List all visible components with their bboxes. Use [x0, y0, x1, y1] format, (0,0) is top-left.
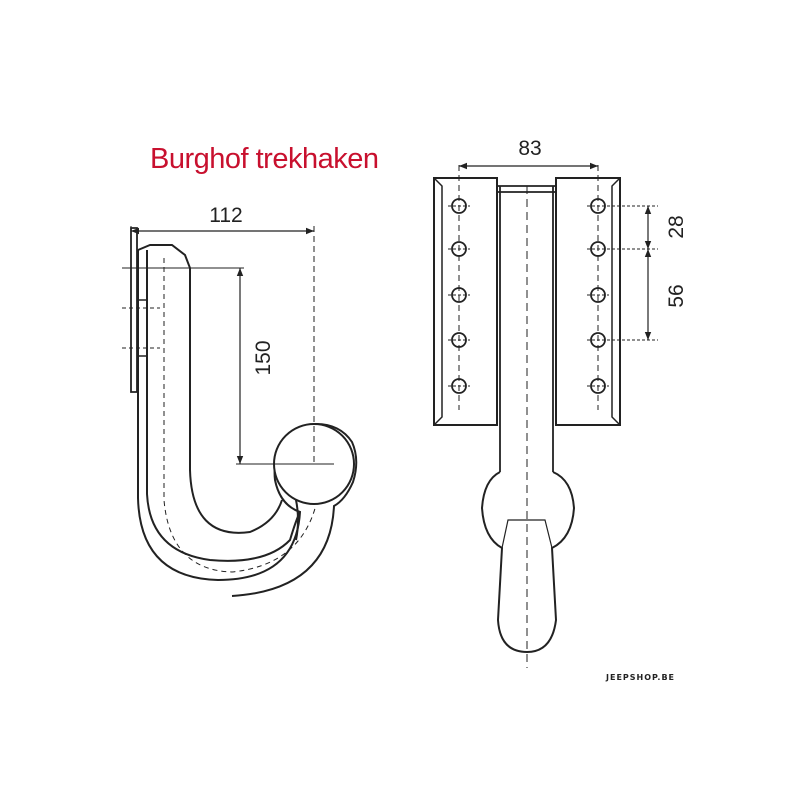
hook-top-cap — [137, 244, 283, 534]
flange-hole-centerlines — [122, 267, 160, 349]
front-hole-crosshairs — [448, 205, 658, 387]
side-ball-neck — [295, 499, 299, 541]
front-view — [433, 162, 658, 668]
front-right-plate — [555, 177, 621, 426]
hook-centerline — [163, 258, 317, 573]
front-width-label: 83 — [518, 137, 541, 160]
side-flange-plate — [130, 227, 138, 393]
side-view — [122, 226, 358, 597]
pitch-small-label: 28 — [665, 215, 688, 238]
front-left-plate — [433, 177, 498, 426]
side-height-label: 150 — [252, 340, 275, 375]
front-left-plate-lip — [433, 177, 443, 426]
pitch-large-label: 56 — [665, 284, 688, 307]
front-ball — [480, 471, 576, 654]
hook-body-outline — [137, 250, 358, 597]
side-width-label: 112 — [209, 204, 242, 227]
front-right-plate-lip — [611, 177, 621, 426]
drawing-title: Burghof trekhaken — [150, 143, 379, 175]
watermark-logo: JEEPSHOP.BE — [606, 673, 676, 682]
front-ball-neck — [501, 519, 553, 549]
